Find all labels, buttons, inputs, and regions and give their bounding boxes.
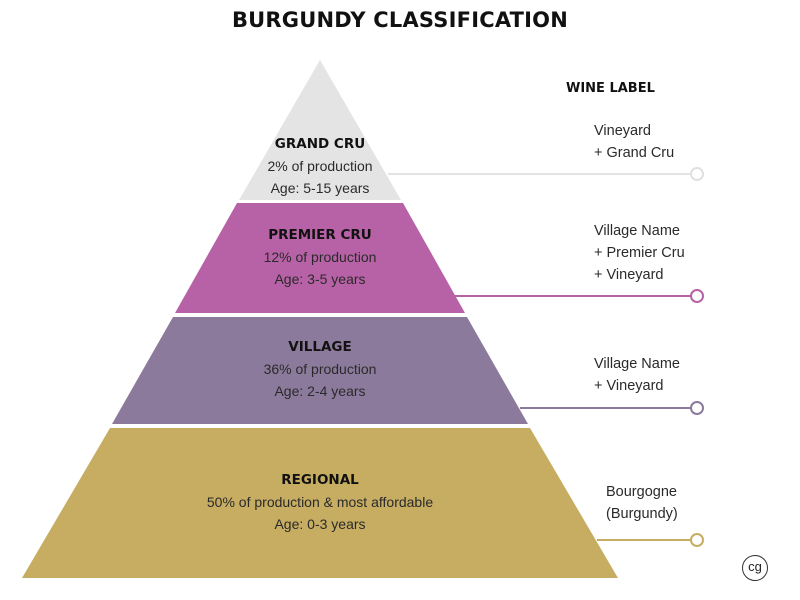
tier-grand-cru-shape bbox=[239, 60, 401, 200]
label-line: (Burgundy) bbox=[606, 506, 678, 522]
connector-node-regional bbox=[690, 533, 704, 547]
tier-regional-text: REGIONAL 50% of production & most afford… bbox=[120, 469, 520, 535]
label-line: + Vineyard bbox=[594, 378, 664, 394]
page-title: BURGUNDY CLASSIFICATION bbox=[231, 8, 569, 32]
wine-label-heading: WINE LABEL bbox=[566, 81, 655, 96]
label-line: Vineyard bbox=[594, 123, 651, 139]
tier-production: 50% of production & most affordable bbox=[206, 494, 434, 510]
tier-age: Age: 5-15 years bbox=[270, 180, 370, 196]
tier-age: Age: 2-4 years bbox=[274, 383, 366, 399]
tier-production: 2% of production bbox=[267, 158, 373, 174]
wine-label-grand-cru: Vineyard + Grand Cru bbox=[594, 120, 674, 164]
wine-label-regional: Bourgogne (Burgundy) bbox=[606, 481, 678, 525]
label-line: + Grand Cru bbox=[594, 145, 675, 161]
tier-regional-shape bbox=[22, 428, 618, 578]
wine-label-premier-cru: Village Name + Premier Cru + Vineyard bbox=[594, 220, 685, 286]
tier-village-text: VILLAGE 36% of production Age: 2-4 years bbox=[120, 336, 520, 402]
tier-grand-cru-text: GRAND CRU 2% of production Age: 5-15 yea… bbox=[120, 133, 520, 199]
tier-premier-cru-shape bbox=[175, 203, 465, 313]
connector-node-premier-cru bbox=[690, 289, 704, 303]
connector-node-village bbox=[690, 401, 704, 415]
tier-name: REGIONAL bbox=[281, 472, 359, 488]
wine-label-village: Village Name + Vineyard bbox=[594, 353, 680, 397]
label-line: Village Name bbox=[594, 356, 680, 372]
label-line: + Premier Cru bbox=[594, 245, 685, 261]
label-line: Village Name bbox=[594, 223, 680, 239]
tier-production: 36% of production bbox=[263, 361, 377, 377]
tier-production: 12% of production bbox=[263, 249, 377, 265]
tier-age: Age: 0-3 years bbox=[274, 516, 366, 532]
cg-logo-icon: cg bbox=[742, 555, 768, 581]
tier-age: Age: 3-5 years bbox=[274, 271, 366, 287]
tier-premier-cru-text: PREMIER CRU 12% of production Age: 3-5 y… bbox=[120, 224, 520, 290]
connector-node-grand-cru bbox=[690, 167, 704, 181]
label-line: Bourgogne bbox=[606, 484, 677, 500]
tier-name: GRAND CRU bbox=[274, 136, 366, 152]
tier-name: PREMIER CRU bbox=[268, 227, 372, 243]
tier-name: VILLAGE bbox=[288, 339, 352, 355]
label-line: + Vineyard bbox=[594, 267, 664, 283]
tier-village-shape bbox=[112, 317, 528, 424]
